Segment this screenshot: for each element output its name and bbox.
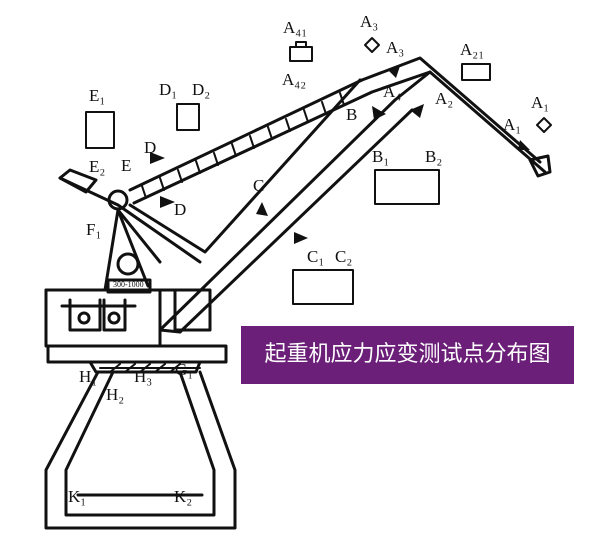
label-d1: D₁ — [159, 80, 177, 99]
label-b1: B₁ — [372, 147, 389, 166]
slewing-ring — [99, 363, 201, 373]
label-a21: A₂₁ — [460, 40, 484, 59]
label-c: C — [253, 176, 264, 195]
label-a1-top: A₁ — [531, 93, 549, 112]
label-plate: 300-1000 — [113, 280, 144, 289]
label-d2: D₂ — [192, 80, 210, 99]
label-e: E — [121, 156, 131, 175]
label-c1: C₁ — [307, 247, 324, 266]
label-d-upper: D — [144, 138, 156, 157]
label-h3: H₃ — [134, 367, 152, 386]
label-e1: E₁ — [89, 86, 105, 105]
arrow-markers — [150, 66, 530, 244]
label-k2: K₂ — [174, 487, 192, 506]
label-a3: A₃ — [386, 38, 404, 57]
label-c2: C₂ — [335, 247, 352, 266]
label-h2: H₂ — [106, 385, 124, 404]
diagram-caption: 起重机应力应变测试点分布图 — [241, 326, 574, 384]
rosette-gauges — [364, 37, 552, 133]
jib-nose — [360, 56, 552, 178]
label-g1: G₁ — [175, 360, 193, 379]
label-a1: A₁ — [503, 115, 521, 134]
gauge-boxes — [85, 41, 491, 305]
label-b: B — [346, 105, 357, 124]
portal-gantry — [44, 344, 237, 530]
label-a3-top: A₃ — [360, 12, 378, 31]
label-a4: A₄ — [383, 82, 401, 101]
label-d-lower: D — [174, 200, 186, 219]
machine-house — [44, 288, 212, 348]
label-a41: A₄₁ — [283, 18, 307, 37]
lever-and-link — [58, 78, 362, 264]
label-f1: F₁ — [86, 220, 101, 239]
label-h1: H₁ — [79, 367, 97, 386]
label-b2: B₂ — [425, 147, 442, 166]
label-layer: A₄₁ A₄₂ A₃ A₃ A₂₁ A₄ A₂ A₁ A₁ E₁ E₂ E D₁… — [68, 12, 549, 506]
main-boom — [158, 98, 414, 334]
label-k1: K₁ — [68, 487, 86, 506]
label-a42: A₄₂ — [282, 70, 306, 89]
label-e2: E₂ — [89, 157, 105, 176]
label-a2: A₂ — [435, 89, 453, 108]
